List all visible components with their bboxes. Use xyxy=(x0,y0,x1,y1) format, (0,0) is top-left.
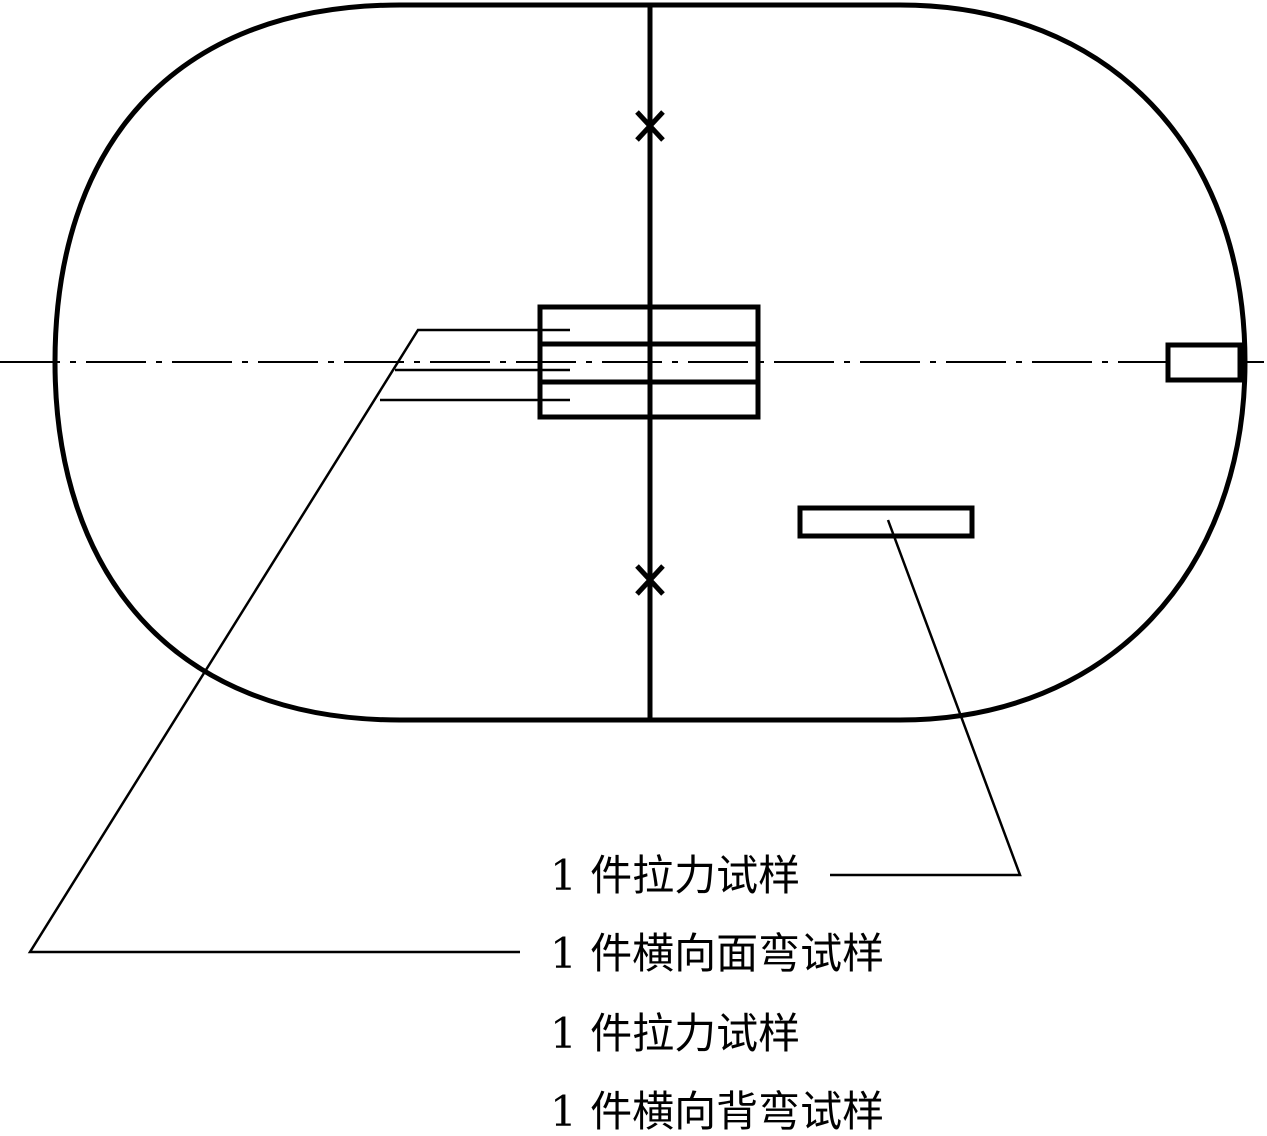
bottom-x-marker xyxy=(635,564,665,596)
leader-lines xyxy=(27,328,1022,954)
lower-tensile-specimen xyxy=(797,505,975,539)
label-back-bend: 1 件横向背弯试样 xyxy=(550,1087,884,1136)
face-bend-leader xyxy=(27,328,570,954)
label-tensile-1: 1 件拉力试样 xyxy=(550,851,800,900)
top-x-marker xyxy=(635,110,665,142)
lower-tensile-leader xyxy=(830,519,1022,877)
central-specimen-block xyxy=(537,304,761,420)
label-face-bend: 1 件横向面弯试样 xyxy=(550,929,884,978)
stadium-outline xyxy=(52,2,1248,723)
right-edge-specimen xyxy=(1165,342,1243,383)
label-tensile-2: 1 件拉力试样 xyxy=(550,1009,800,1058)
